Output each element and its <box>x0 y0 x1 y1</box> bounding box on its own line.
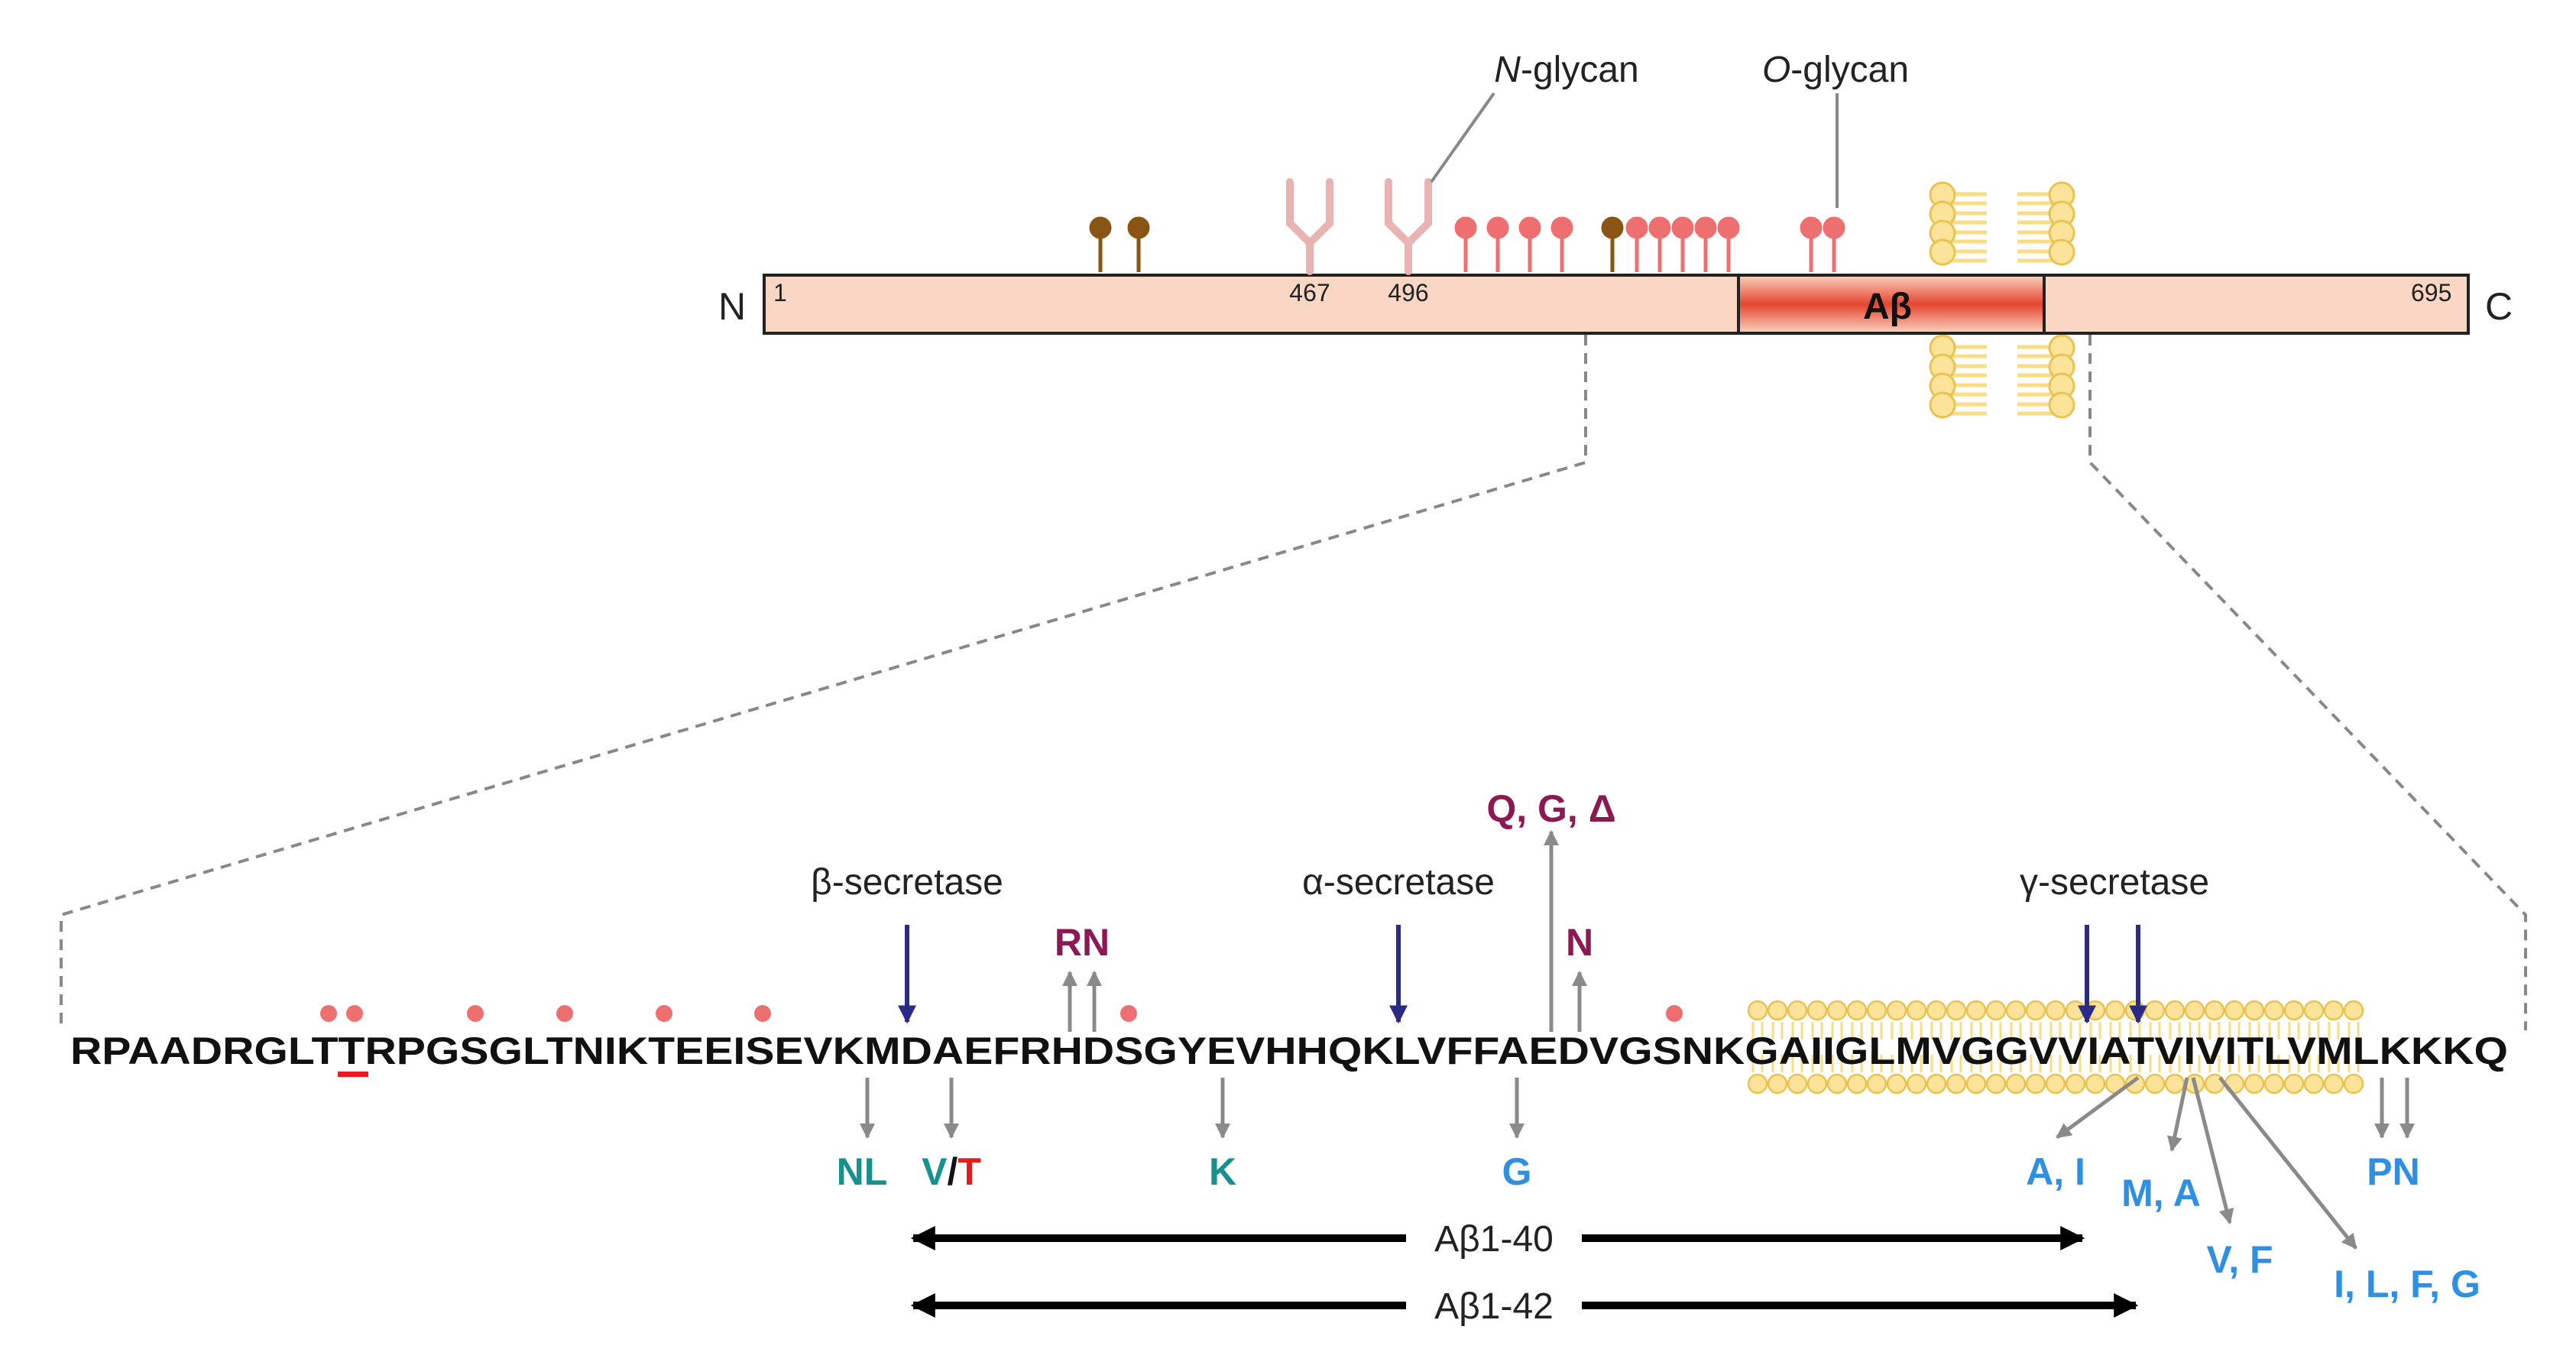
lipid-head-bead <box>1806 1000 1828 1021</box>
lipid-head-bead <box>2164 1000 2186 1021</box>
n-glycan-467 <box>1286 178 1333 275</box>
lipid-head-bead <box>1767 1073 1788 1094</box>
n-glycan-site-496: 496 <box>1388 279 1428 306</box>
lipid-head-bead <box>2124 1000 2146 1021</box>
lipid-head-bead <box>2204 1000 2225 1021</box>
lipid-head-bead <box>2343 1000 2364 1021</box>
abeta-1-42-label: Aβ1-42 <box>1434 1286 1554 1327</box>
protein-bar <box>763 274 2470 335</box>
lipid-head-bead <box>2343 1073 2364 1094</box>
lipid-head-bead <box>2224 1000 2245 1021</box>
lipid-head-bead <box>2164 1073 2186 1094</box>
lipid-head-bead <box>2263 1073 2285 1094</box>
mutation-g: G <box>1502 1150 1532 1193</box>
lipid-head-bead <box>2025 1000 2046 1021</box>
lipid-head-bead <box>1965 1000 1987 1021</box>
mutation-rn: RN <box>1055 921 1110 964</box>
lipid-head-bead <box>1866 1073 1887 1094</box>
lipid-head-bead <box>2025 1073 2046 1094</box>
abeta-domain <box>1737 274 2046 335</box>
abeta-1-40-label: Aβ1-40 <box>1434 1219 1554 1260</box>
sequence-o-glycan-dots <box>320 1005 1683 1022</box>
mutation-nl: NL <box>837 1150 888 1193</box>
lipid-head-bead <box>2124 1073 2146 1094</box>
lipid-head-bead <box>2184 1000 2205 1021</box>
lipid-head-bead <box>1866 1000 1887 1021</box>
mutation-ma: M, A <box>2121 1172 2201 1214</box>
lipid-head-bead <box>1826 1000 1848 1021</box>
lipid-head-bead <box>2303 1000 2325 1021</box>
o-glycan-label: O-glycan <box>1762 50 1909 90</box>
lipid-head-bead <box>2065 1000 2086 1021</box>
mutation-pn: PN <box>2367 1150 2419 1193</box>
lipid-head-bead <box>2045 1073 2066 1094</box>
lipid-head-bead <box>1886 1000 1907 1021</box>
mutation-qgd: Q, G, Δ <box>1486 787 1615 830</box>
lipid-head-bead <box>2105 1000 2126 1021</box>
mutation-arrows <box>860 830 2415 1250</box>
residue-start-number: 1 <box>773 279 787 306</box>
lipid-head-bead <box>2303 1073 2325 1094</box>
brown-glycan-sites <box>1089 216 1624 272</box>
lipid-head-bead <box>1906 1000 1927 1021</box>
lipid-head-bead <box>1747 1073 1768 1094</box>
lipid-head-bead <box>2065 1073 2086 1094</box>
lipid-head-bead <box>2244 1000 2265 1021</box>
abeta-1-40-span: Aβ1-40 <box>910 1219 2085 1260</box>
n-glycan-site-467: 467 <box>1289 279 1330 306</box>
lipid-head-bead <box>1946 1000 1967 1021</box>
lipid-head-bead <box>1946 1073 1967 1094</box>
membrane-bilayer-sequence <box>1747 1000 2364 1094</box>
lipid-head-bead <box>2283 1000 2305 1021</box>
lipid-head-bead <box>2263 1000 2285 1021</box>
lipid-head-bead <box>2283 1073 2305 1094</box>
lipid-head-bead <box>1886 1073 1907 1094</box>
lipid-head-bead <box>1926 1073 1947 1094</box>
lipid-head-bead <box>2045 1000 2066 1021</box>
lipid-head-bead <box>1985 1073 2007 1094</box>
lipid-head-bead <box>1787 1000 1808 1021</box>
lipid-head-bead <box>2323 1073 2344 1094</box>
n-glycan-496 <box>1385 178 1432 275</box>
n-glycan-label: N-glycan <box>1494 50 1638 90</box>
lipid-head-bead <box>2005 1073 2027 1094</box>
lipid-head-bead <box>1846 1073 1868 1094</box>
lipid-head-bead <box>1846 1000 1868 1021</box>
lipid-head-bead <box>1826 1073 1848 1094</box>
mutation-ilfg: I, L, F, G <box>2334 1263 2480 1305</box>
lipid-head-bead <box>2005 1000 2027 1021</box>
lipid-head-bead <box>2144 1073 2166 1094</box>
c-terminus-label: C <box>2485 285 2513 328</box>
o-glycan-sites <box>1454 216 1845 272</box>
lipid-head-bead <box>1926 1000 1947 1021</box>
lipid-head-bead <box>1747 1000 1768 1021</box>
lipid-head-bead <box>1985 1000 2007 1021</box>
alpha-secretase-label: α-secretase <box>1302 862 1495 903</box>
mutation-ai: A, I <box>2026 1150 2085 1193</box>
mutation-k: K <box>1209 1150 1236 1193</box>
lipid-head-bead <box>1965 1073 1987 1094</box>
lipid-head-bead <box>2085 1073 2106 1094</box>
n-terminus-label: N <box>718 285 746 328</box>
abeta-label: Aβ <box>1863 287 1912 327</box>
lipid-head-bead <box>2323 1000 2344 1021</box>
mutation-vf: V, F <box>2206 1238 2273 1281</box>
lipid-head-bead <box>1806 1073 1828 1094</box>
beta-secretase-label: β-secretase <box>811 862 1003 903</box>
gamma-secretase-label: γ-secretase <box>2020 862 2209 903</box>
lipid-head-bead <box>1906 1073 1927 1094</box>
lipid-head-bead <box>1767 1000 1788 1021</box>
mutation-n: N <box>1566 921 1593 964</box>
lipid-head-bead <box>2144 1000 2166 1021</box>
mutation-vt: V/T <box>922 1150 981 1193</box>
threonine-underline <box>338 1072 368 1077</box>
zoom-guide-lines <box>60 335 2527 1030</box>
n-glycan-callout-line <box>1430 92 1495 183</box>
lipid-head-bead <box>1787 1073 1808 1094</box>
residue-end-number: 695 <box>2411 279 2451 306</box>
lipid-head-bead <box>2244 1073 2265 1094</box>
abeta-1-42-span: Aβ1-42 <box>910 1286 2139 1327</box>
